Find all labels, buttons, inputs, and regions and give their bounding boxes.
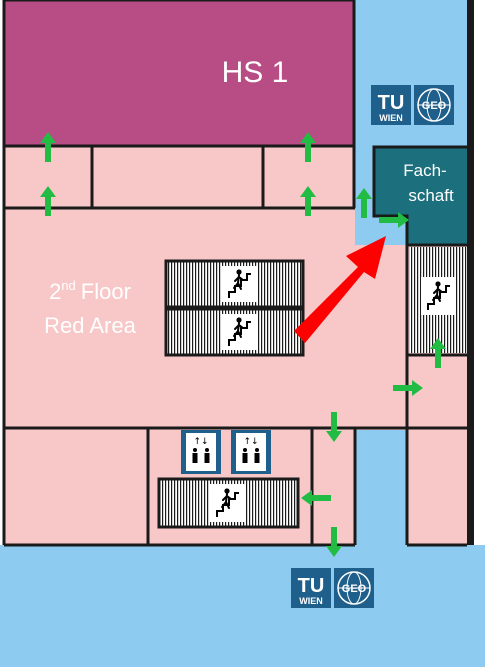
floor-suffix: nd <box>61 278 75 293</box>
lecture-hall[interactable] <box>2 0 356 148</box>
tu-wien-logo: TU WIEN <box>371 85 411 125</box>
fachschaft-label-line2: schaft <box>408 186 454 205</box>
elevator-icon[interactable] <box>231 430 271 474</box>
fachschaft-label-line1: Fach- <box>403 161 446 180</box>
geo-logo-text: GEO <box>422 100 447 112</box>
tu-wien-logo-bottom: TU WIEN <box>291 568 331 608</box>
tu-logo-text: TU <box>298 575 325 597</box>
lecture-hall-label: HS 1 <box>222 56 289 89</box>
bottom-staircase[interactable] <box>157 477 300 529</box>
red-area-southeast <box>407 430 467 545</box>
geo-logo-text: GEO <box>342 583 367 595</box>
geo-logo: GEO <box>414 85 454 125</box>
geo-logo-bottom: GEO <box>334 568 374 608</box>
outer-wall-right <box>467 0 474 545</box>
floor-number: 2 <box>49 279 61 304</box>
wien-logo-text: WIEN <box>379 113 403 123</box>
wien-logo-text: WIEN <box>299 596 323 606</box>
walls <box>2 0 469 547</box>
elevator-icon[interactable] <box>181 430 221 474</box>
floor-word: Floor <box>81 279 131 304</box>
red-route-arrow-icon <box>294 236 386 343</box>
central-staircase[interactable] <box>164 259 305 357</box>
tu-logo-text: TU <box>378 92 405 114</box>
area-name-label: Red Area <box>44 313 136 338</box>
floor-label: 2nd Floor <box>49 278 131 304</box>
right-staircase[interactable] <box>409 247 467 353</box>
blue-corridor-bottom <box>0 545 485 667</box>
